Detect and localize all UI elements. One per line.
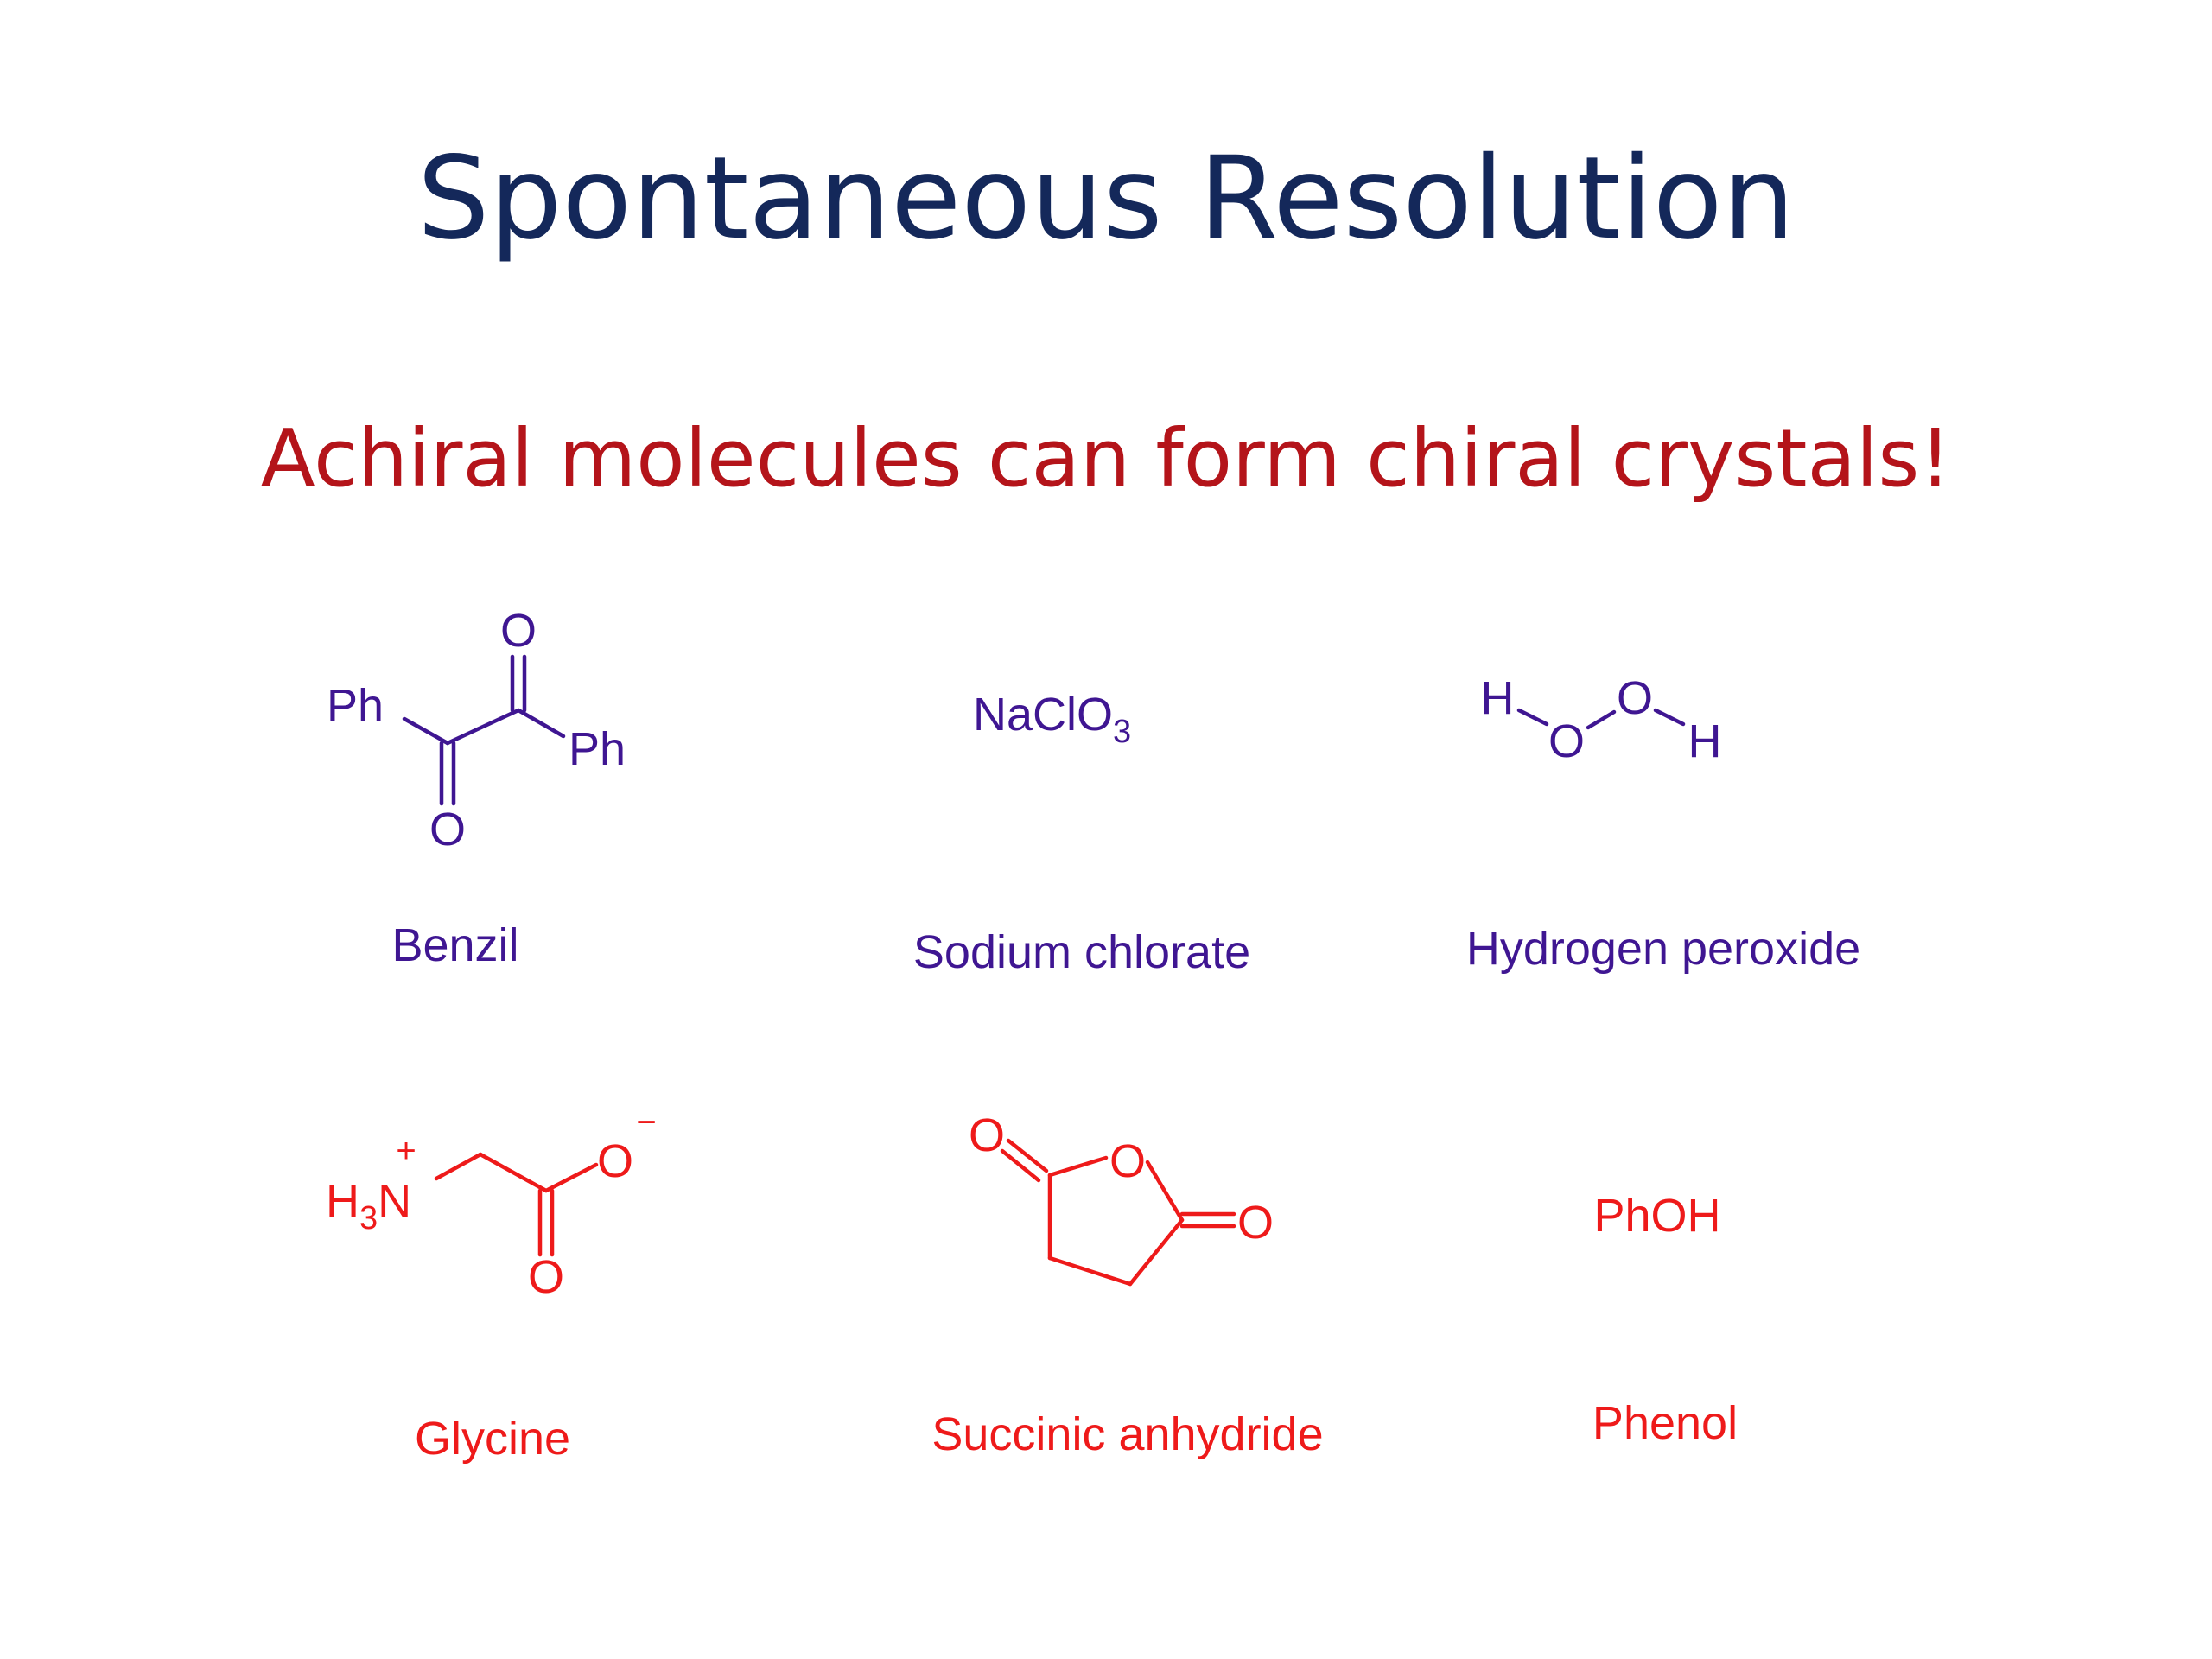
peroxide-bond	[1653, 708, 1686, 727]
anhydride-double-bond	[1006, 1138, 1049, 1173]
anhydride-ring-bond	[1128, 1217, 1185, 1287]
glycine-bond	[543, 1162, 599, 1193]
anhydride-ring-bond	[1047, 1155, 1109, 1178]
benzil-ph-right: Ph	[569, 723, 626, 775]
sodium-chlorate-label: Sodium chlorate	[913, 926, 1250, 978]
benzil-label: Benzil	[391, 919, 518, 971]
anhydride-oxygen-left: O	[969, 1109, 1005, 1161]
benzil-ph-left: Ph	[327, 680, 384, 732]
glycine-bond	[434, 1152, 483, 1181]
peroxide-bond	[1586, 709, 1617, 730]
glycine-minus-charge: −	[636, 1103, 656, 1141]
glycine-oxygen-anion: O	[597, 1135, 633, 1187]
benzil-bond	[516, 708, 566, 739]
slide-title: Spontaneous Resolution	[416, 132, 1796, 265]
sodium-chlorate-formula: NaClO3	[973, 689, 1131, 750]
succinic-anhydride-label: Succinic anhydride	[931, 1408, 1323, 1460]
benzil-oxygen-top: O	[500, 605, 537, 657]
succinic-anhydride-structure: O O O	[969, 1109, 1274, 1287]
benzil-oxygen-bottom: O	[429, 804, 466, 855]
phenol-label: Phenol	[1592, 1397, 1738, 1449]
anhydride-ring-bond	[1047, 1255, 1133, 1287]
benzil-bond	[445, 708, 521, 746]
glycine-plus-charge: +	[396, 1132, 416, 1170]
peroxide-o-left: O	[1548, 715, 1585, 767]
anhydride-ring-bond	[1145, 1160, 1185, 1223]
phenol-structure: PhOH	[1593, 1190, 1720, 1242]
glycine-bond	[478, 1152, 549, 1193]
hydrogen-peroxide-label: Hydrogen peroxide	[1466, 923, 1860, 975]
anhydride-oxygen-ring: O	[1109, 1135, 1146, 1187]
benzil-bond	[402, 716, 450, 746]
slide-subtitle: Achiral molecules can form chiral crysta…	[260, 412, 1952, 505]
glycine-label: Glycine	[415, 1413, 570, 1465]
peroxide-o-right: O	[1617, 672, 1653, 724]
peroxide-h-right: H	[1688, 715, 1722, 767]
peroxide-bond	[1516, 708, 1549, 727]
anhydride-oxygen-right: O	[1237, 1197, 1274, 1249]
glycine-structure: H3N + O − O	[326, 1103, 657, 1303]
anhydride-double-bond	[1000, 1148, 1041, 1183]
peroxide-h-left: H	[1481, 672, 1515, 724]
glycine-oxygen-carbonyl: O	[528, 1251, 564, 1303]
sodium-chlorate-structure: NaClO3	[973, 689, 1131, 750]
hydrogen-peroxide-structure: H O O H	[1481, 672, 1722, 767]
benzil-structure: Ph Ph O O	[327, 605, 626, 855]
glycine-nh3: H3N	[326, 1175, 411, 1236]
phenol-formula: PhOH	[1593, 1190, 1720, 1242]
